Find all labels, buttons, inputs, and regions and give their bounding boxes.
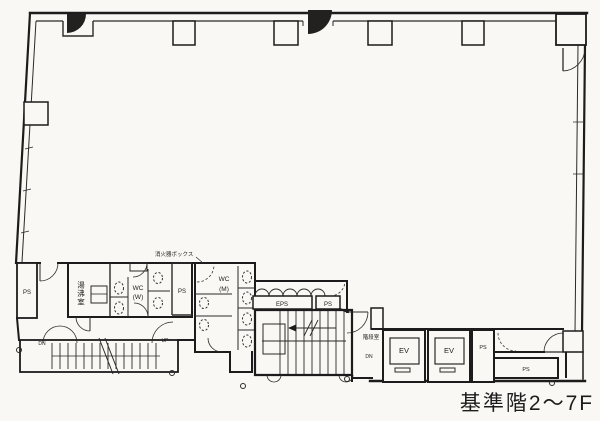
column <box>172 20 196 46</box>
toilet-fixture-icon <box>114 281 124 295</box>
elevator-door-icon <box>394 367 411 373</box>
ps-shaft-bottom <box>493 357 559 379</box>
west-stair <box>15 316 196 375</box>
floor-range-title: 基準階2～7F <box>460 392 594 415</box>
building-outline <box>14 11 589 383</box>
door-swing-icon <box>39 262 59 282</box>
corner-column <box>555 13 587 46</box>
door-recess <box>62 21 94 37</box>
door-swing-icon <box>562 48 586 72</box>
wc-men-label2: (M) <box>219 286 229 293</box>
toilet-fixture-icon <box>199 297 209 309</box>
door-swing-icon <box>543 332 564 353</box>
column <box>562 330 584 353</box>
column <box>23 101 49 126</box>
stair-treads <box>279 311 345 341</box>
structural-columns <box>23 13 587 353</box>
door-leaf-icon <box>308 10 332 34</box>
toilet-fixture-icon <box>153 297 163 309</box>
post-markers <box>16 347 555 389</box>
stair-direction-arrow-icon <box>288 324 296 332</box>
door-swing-icon <box>133 302 149 318</box>
door-swing-icon <box>151 321 174 344</box>
wc-women-label: WC <box>133 285 144 292</box>
ps-shaft-left <box>16 262 38 319</box>
ps-mid-label: PS <box>178 289 186 295</box>
toilet-fixture-icon <box>114 301 124 315</box>
counter <box>90 285 108 304</box>
west-service-rooms <box>16 262 193 332</box>
stair-break-line <box>98 337 120 375</box>
elevator-2-label: EV <box>444 346 454 355</box>
fire-extinguisher-box-label: 消火器ボックス <box>155 250 193 258</box>
door-swing-icon <box>75 316 91 332</box>
stairwell-label: 階段室 <box>363 333 380 341</box>
eps-label: EPS <box>276 302 288 308</box>
wc-men-block <box>194 256 256 376</box>
locker-scallops-icon <box>254 288 326 297</box>
column <box>367 20 393 46</box>
wc-men-label: WC <box>219 276 230 283</box>
toilet-fixture-icon <box>242 270 252 284</box>
column <box>273 20 299 46</box>
stair-treads <box>279 341 345 374</box>
ps-left-label: PS <box>23 290 31 296</box>
door-swing-icon <box>207 337 223 353</box>
elevator-1-label: EV <box>399 346 409 355</box>
ps-elevator-label: PS <box>479 345 487 351</box>
toilet-fixture-icon <box>242 291 252 305</box>
toilet-fixture-icon <box>153 272 163 284</box>
ps-eps-label: PS <box>324 302 332 308</box>
central-stairwell <box>253 308 373 383</box>
perimeter-doors <box>62 10 586 353</box>
up-left-stair-label: UP <box>162 338 170 344</box>
dn-main-stair-label: DN <box>365 354 373 360</box>
door-swing-icon <box>346 311 369 334</box>
door-swing-icon <box>132 262 148 278</box>
door-swing-icon <box>42 325 78 344</box>
room-labels: PS 湯沸室 WC (W) PS 消火器ボックス WC (M) EPS PS 階… <box>23 250 530 373</box>
door-swing-icon <box>497 332 517 352</box>
kitchenette-label: 湯沸室 <box>76 280 85 307</box>
toilet-fixture-icon <box>199 319 209 331</box>
ps-shaft-elevator <box>471 329 495 383</box>
dn-left-stair-label: DN <box>38 341 46 347</box>
door-swing-icon <box>329 280 346 297</box>
column <box>461 20 485 46</box>
ps-bottom-right-label: PS <box>522 367 530 373</box>
eps-block <box>252 280 350 314</box>
wc-women-label2: (W) <box>133 294 143 301</box>
elevator-door-icon <box>439 367 456 373</box>
toilet-fixture-icon <box>242 334 252 348</box>
toilet-fixture-icon <box>242 312 252 326</box>
door-swing-icon <box>196 264 215 283</box>
door-leaf-icon <box>67 14 86 33</box>
elevator-block <box>382 329 559 383</box>
